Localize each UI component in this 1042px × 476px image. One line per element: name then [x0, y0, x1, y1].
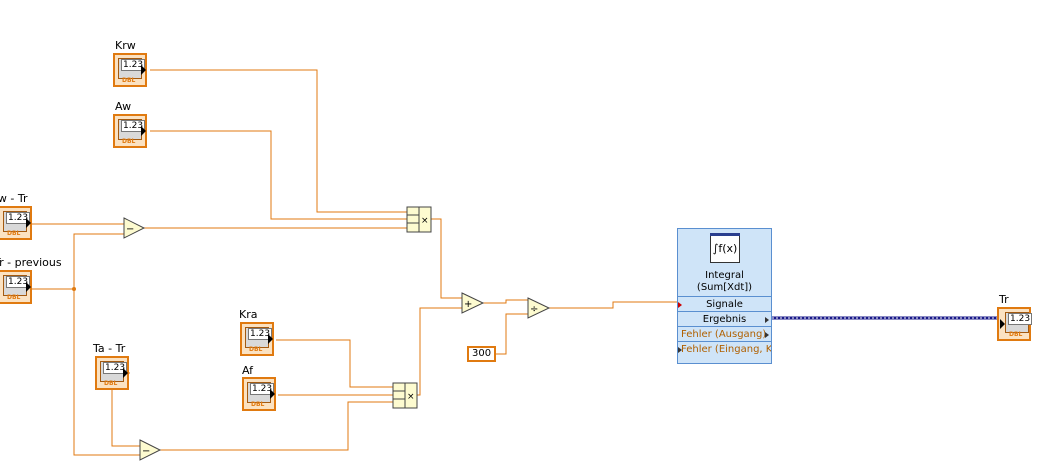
type-badge: DBL: [7, 230, 21, 237]
wire-aw[interactable]: [150, 130, 407, 220]
label-tw-tr: Tw - Tr: [0, 192, 28, 205]
label-tr-previous: Tr - previous: [0, 256, 62, 269]
input-arrow-icon: [678, 302, 682, 308]
integral-express-vi[interactable]: ∫f(x) Integral (Sum[Xdt]) Signale Ergebn…: [677, 228, 772, 364]
fehler-out-label: Fehler (Ausgang): [681, 329, 767, 340]
terminal-aw[interactable]: 1.23 DBL: [113, 114, 147, 148]
integral-output-fehler[interactable]: Fehler (Ausgang): [678, 326, 771, 341]
terminal-tw-tr[interactable]: 1.23 DBL: [0, 206, 32, 240]
divide-node[interactable]: ÷: [527, 297, 551, 319]
wire-krw[interactable]: [150, 69, 407, 213]
input-arrow-icon: [678, 347, 682, 353]
subtract-symbol: −: [142, 446, 150, 457]
subtract-node-2[interactable]: −: [139, 439, 162, 461]
divide-symbol: ÷: [530, 304, 538, 315]
subtract-node-1[interactable]: −: [123, 217, 146, 239]
terminal-krw[interactable]: 1.23 DBL: [113, 53, 147, 87]
wire-mul1-out[interactable]: [431, 218, 462, 299]
output-arrow-icon: [765, 317, 769, 323]
integral-title-line1: Integral: [705, 270, 744, 281]
wire-tr-previous-branch-down[interactable]: [73, 289, 140, 456]
wire-add-out[interactable]: [483, 299, 528, 304]
terminal-tr-previous[interactable]: 1.23 DBL: [0, 270, 32, 304]
type-badge: DBL: [104, 380, 118, 387]
terminal-value: 1.23: [248, 328, 273, 340]
output-arrow-icon: [141, 65, 146, 75]
terminal-kra[interactable]: 1.23 DBL: [240, 322, 274, 356]
label-af: Af: [242, 364, 254, 377]
output-arrow-icon: [26, 282, 31, 292]
label-tr: Tr: [999, 293, 1009, 306]
integral-input-fehler[interactable]: Fehler (Eingang, K: [678, 341, 771, 356]
wire-mul2-out[interactable]: [417, 307, 462, 396]
output-arrow-icon: [765, 332, 769, 338]
signale-label: Signale: [706, 299, 743, 310]
output-arrow-icon: [270, 389, 275, 399]
integral-title: Integral (Sum[Xdt]): [678, 270, 771, 294]
multiply-node-2[interactable]: ×: [392, 382, 418, 409]
wire-div-out[interactable]: [549, 301, 680, 309]
integral-output-ergebnis[interactable]: Ergebnis: [678, 311, 771, 327]
wire-tr-previous-branch-up[interactable]: [73, 233, 124, 289]
add-symbol: +: [464, 299, 472, 310]
integral-title-line2: (Sum[Xdt]): [696, 282, 753, 293]
integral-icon: ∫f(x): [710, 233, 740, 263]
terminal-tr-indicator[interactable]: 1.23 DBL: [997, 307, 1033, 341]
output-arrow-icon: [268, 334, 273, 344]
wire-sub2-out[interactable]: [160, 401, 393, 451]
multiply-symbol: ×: [421, 216, 429, 226]
label-aw: Aw: [115, 100, 132, 113]
terminal-af[interactable]: 1.23 DBL: [242, 377, 276, 411]
integral-input-signale[interactable]: Signale: [678, 296, 771, 312]
type-badge: DBL: [249, 346, 263, 353]
terminal-ta-tr[interactable]: 1.23 DBL: [95, 356, 129, 390]
output-arrow-icon: [123, 368, 128, 378]
multiply-node-1[interactable]: ×: [406, 206, 432, 233]
terminal-value: 1.23: [6, 212, 31, 224]
output-arrow-icon: [141, 126, 146, 136]
fehler-in-label: Fehler (Eingang, K: [681, 344, 771, 355]
output-arrow-icon: [26, 218, 31, 228]
constant-300[interactable]: 300: [467, 346, 497, 362]
type-badge: DBL: [122, 138, 136, 145]
label-krw: Krw: [115, 39, 136, 52]
multiply-symbol: ×: [407, 392, 415, 402]
type-badge: DBL: [122, 77, 136, 84]
ergebnis-label: Ergebnis: [702, 314, 747, 325]
add-node[interactable]: +: [461, 292, 485, 314]
type-badge: DBL: [251, 401, 265, 408]
wire-const-300[interactable]: [492, 313, 528, 355]
wire-junction: [72, 287, 76, 291]
input-arrow-icon: [1000, 319, 1005, 329]
type-badge: DBL: [7, 294, 21, 301]
subtract-symbol: −: [126, 224, 134, 235]
label-kra: Kra: [239, 308, 258, 321]
terminal-value: 1.23: [1008, 313, 1033, 325]
wire-kra[interactable]: [276, 339, 393, 388]
type-badge: DBL: [1009, 331, 1023, 338]
terminal-value: 1.23: [121, 59, 146, 71]
label-ta-tr: Ta - Tr: [93, 342, 126, 355]
